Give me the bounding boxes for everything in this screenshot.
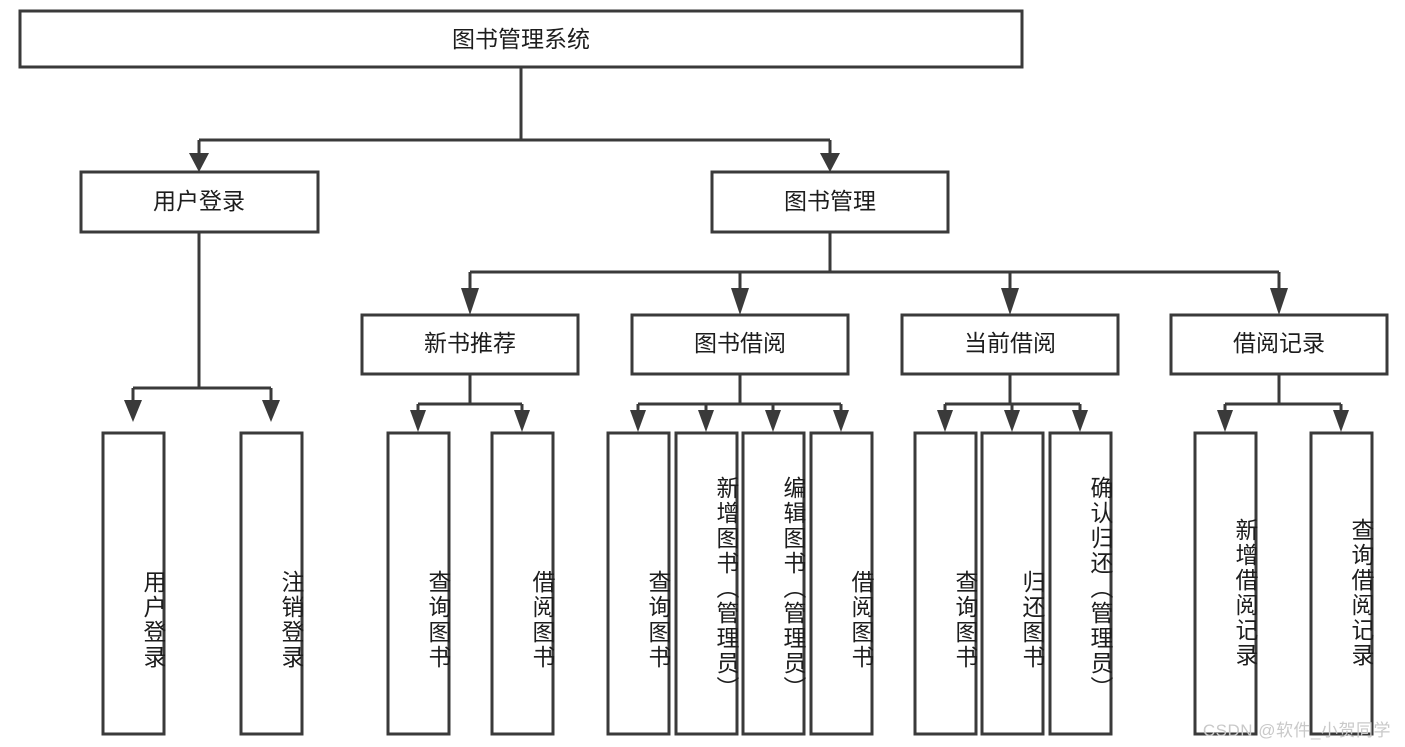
arrow-head-bookborrow-leaf-3 [765, 410, 781, 432]
node-label-user-login: 用户登录 [153, 188, 245, 214]
node-box-user-login[interactable] [79, 170, 320, 234]
node-box-current-borrow[interactable] [900, 313, 1120, 376]
arrow-head-currentborrow-leaf-2 [1004, 410, 1020, 432]
node-label-book-management: 图书管理 [784, 188, 876, 214]
node-box-new-book-recommend[interactable] [360, 313, 580, 376]
node-box-leaf-user-login[interactable] [101, 431, 166, 736]
arrow-head-login [189, 153, 209, 172]
node-box-leaf-record-query[interactable] [1309, 431, 1374, 736]
csdn-watermark: CSDN @软件_小贺同学 [1202, 721, 1391, 740]
node-box-leaf-current-query[interactable] [913, 431, 978, 736]
arrow-head-book-borrow [731, 288, 749, 315]
connector-group-user-login [124, 232, 280, 422]
node-label-borrow-record: 借阅记录 [1233, 330, 1325, 356]
node-box-leaf-current-return[interactable] [980, 431, 1045, 736]
node-box-leaf-borrow-add[interactable] [674, 431, 739, 736]
node-box-root[interactable] [18, 9, 1024, 69]
connector-group-root [189, 67, 840, 172]
connector-group-book-mgmt [461, 232, 1288, 315]
arrow-head-logout-leaf [262, 400, 280, 422]
node-label-new-book-recommend: 新书推荐 [424, 330, 516, 356]
arrow-head-user-login-leaf [124, 400, 142, 422]
node-box-leaf-borrow-query[interactable] [606, 431, 671, 736]
arrow-head-newbook-leaf-2 [514, 410, 530, 432]
node-label-root: 图书管理系统 [452, 26, 590, 52]
arrow-head-currentborrow-leaf-1 [937, 410, 953, 432]
connector-group-book-borrow [630, 374, 849, 432]
node-box-leaf-record-add[interactable] [1193, 431, 1258, 736]
connector-group-current-borrow [937, 374, 1088, 432]
arrow-head-bookborrow-leaf-1 [630, 410, 646, 432]
arrow-head-current-borrow [1001, 288, 1019, 315]
node-label-current-borrow: 当前借阅 [964, 330, 1056, 356]
node-box-leaf-borrow-lend[interactable] [809, 431, 874, 736]
node-box-book-management[interactable] [710, 170, 950, 234]
arrow-head-new-book [461, 288, 479, 315]
arrow-head-borrowrecord-leaf-1 [1217, 410, 1233, 432]
arrow-head-currentborrow-leaf-3 [1072, 410, 1088, 432]
arrow-head-newbook-leaf-1 [410, 410, 426, 432]
node-box-borrow-record[interactable] [1169, 313, 1389, 376]
node-box-book-borrow[interactable] [630, 313, 850, 376]
arrow-head-borrowrecord-leaf-2 [1333, 410, 1349, 432]
node-box-leaf-newbook-borrow[interactable] [490, 431, 555, 736]
node-box-leaf-newbook-query[interactable] [386, 431, 451, 736]
arrow-head-bookmgmt [820, 153, 840, 172]
node-label-book-borrow: 图书借阅 [694, 330, 786, 356]
arrow-head-bookborrow-leaf-4 [833, 410, 849, 432]
connector-group-borrow-record [1217, 374, 1349, 432]
connector-group-new-book [410, 374, 530, 432]
node-box-leaf-logout[interactable] [239, 431, 304, 736]
node-box-leaf-current-confirm[interactable] [1048, 431, 1113, 736]
arrow-head-borrow-record [1270, 288, 1288, 315]
node-box-leaf-borrow-edit[interactable] [741, 431, 806, 736]
arrow-head-bookborrow-leaf-2 [698, 410, 714, 432]
